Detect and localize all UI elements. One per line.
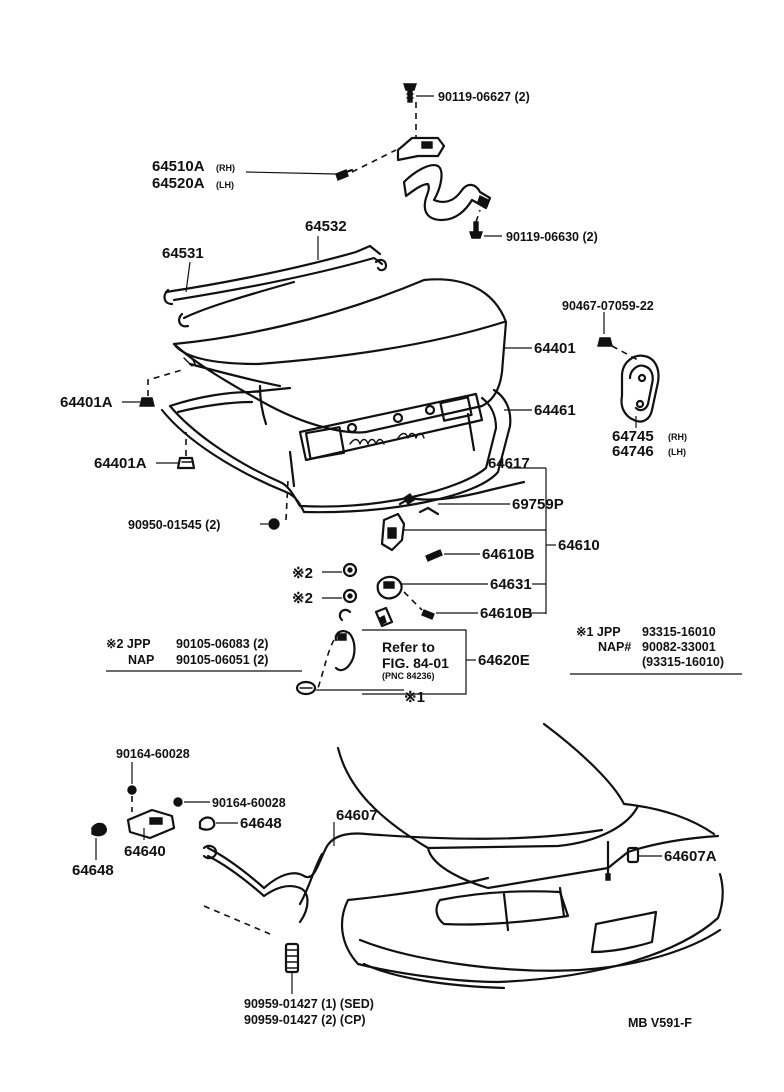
note-left-nap-label: NAP xyxy=(128,653,154,667)
label-note2-a: ※2 xyxy=(292,565,313,582)
label-hinge-bolt: 90119-06630 (2) xyxy=(506,230,598,244)
label-opener-cable-end: 64607A xyxy=(664,848,717,865)
cover-clip-icon xyxy=(597,337,613,347)
hinge-bolt-icon xyxy=(469,221,483,239)
label-striker: 64631 xyxy=(490,576,532,593)
bumper-upper-icon xyxy=(139,397,155,407)
note-right: ※1 JPP 93315-16010 NAP# 90082-33001 (933… xyxy=(570,625,742,675)
lid-inner-panel xyxy=(288,392,484,488)
note-right-nap-label: NAP# xyxy=(598,640,631,654)
label-cover-lh: 64746 xyxy=(612,443,654,460)
top-bolt-icon xyxy=(403,83,417,103)
note-right-nap-alt: (93315-16010) xyxy=(642,655,724,669)
label-cover-lh-side: (LH) xyxy=(668,447,686,457)
note-left-mark: ※2 JPP xyxy=(106,637,151,651)
footer-code: MB V591-F xyxy=(628,1016,692,1030)
label-hinge-rh-side: (RH) xyxy=(216,163,235,173)
label-rod-64617: 64617 xyxy=(488,455,530,472)
label-weatherstrip: 64461 xyxy=(534,402,576,419)
lock-rod xyxy=(398,480,526,516)
torsion-rods xyxy=(163,244,388,328)
reference-box xyxy=(362,629,476,695)
lock-bolt-upper-icon xyxy=(425,549,443,562)
vehicle-rear-body xyxy=(336,722,724,990)
label-clamp-cp: 90959-01427 (2) (CP) xyxy=(244,1013,366,1027)
note-right-jpp: 93315-16010 xyxy=(642,625,716,639)
label-opener-cover-a: 64648 xyxy=(240,815,282,832)
label-grommet: 90950-01545 (2) xyxy=(128,518,220,532)
label-ref-pnc: (PNC 84236) xyxy=(382,671,435,681)
label-lock-bolt-2: 64610B xyxy=(480,605,533,622)
opener-cover-a-icon xyxy=(198,816,216,831)
label-note2-b: ※2 xyxy=(292,590,313,607)
label-opener-clip-a: 90164-60028 xyxy=(116,747,190,761)
note-right-nap: 90082-33001 xyxy=(642,640,716,654)
label-ref-line2: FIG. 84-01 xyxy=(382,655,449,671)
weatherstrip xyxy=(160,386,512,514)
label-top-bolt: 90119-06627 (2) xyxy=(438,90,530,104)
striker-icon xyxy=(376,575,403,600)
label-opener-lever: 64640 xyxy=(124,843,166,860)
cable-end-icon xyxy=(626,846,640,864)
label-opener-clip-b: 90164-60028 xyxy=(212,796,286,810)
nut-icon-1 xyxy=(342,562,358,578)
label-hinge-rh: 64510A xyxy=(152,158,205,175)
label-bumper-a2: 64401A xyxy=(94,455,147,472)
label-hinge-lh-side: (LH) xyxy=(216,180,234,190)
trunk-lid xyxy=(172,278,508,434)
release-cable xyxy=(203,828,604,935)
nut-icon-2 xyxy=(342,588,358,604)
opener-clip-b-icon xyxy=(173,797,183,807)
label-rod-64531: 64531 xyxy=(162,245,204,262)
label-opener-cable: 64607 xyxy=(336,807,378,824)
opener-cover-b-icon xyxy=(91,822,107,837)
label-rod-64532: 64532 xyxy=(305,218,347,235)
label-ref-line1: Refer to xyxy=(382,639,435,655)
bumper-lower-icon xyxy=(176,456,196,470)
solenoid-icon xyxy=(334,606,394,672)
note-left-jpp: 90105-06083 (2) xyxy=(176,637,268,651)
note-left: ※2 JPP 90105-06083 (2) NAP 90105-06051 (… xyxy=(106,637,302,672)
label-bumper-a1: 64401A xyxy=(60,394,113,411)
label-cover-rh: 64745 xyxy=(612,428,654,445)
trim-cover-icon xyxy=(620,354,660,423)
label-opener-cover-b: 64648 xyxy=(72,862,114,879)
label-note1: ※1 xyxy=(404,689,425,706)
note-right-mark: ※1 JPP xyxy=(576,625,621,639)
cable-clamp-icon xyxy=(284,942,300,974)
label-lock-bolt-1: 64610B xyxy=(482,546,535,563)
label-cover-rh-side: (RH) xyxy=(668,432,687,442)
opener-lever-icon xyxy=(126,808,218,860)
opener-clip-a-icon xyxy=(127,785,137,795)
lock-body-icon xyxy=(380,512,406,552)
label-lock-assy: 64610 xyxy=(558,537,600,554)
label-clip-69759: 69759P xyxy=(512,496,564,513)
grommet-icon xyxy=(268,518,280,530)
screw-clip-icon xyxy=(295,680,317,696)
label-solenoid: 64620E xyxy=(478,652,530,669)
hinge-pin-icon xyxy=(335,168,354,181)
label-clamp-sed: 90959-01427 (1) (SED) xyxy=(244,997,374,1011)
label-lid: 64401 xyxy=(534,340,576,357)
lock-bolt-lower-icon xyxy=(421,609,435,620)
label-hinge-lh: 64520A xyxy=(152,175,205,192)
hinge-bracket-icon xyxy=(396,136,492,222)
label-clip-90467: 90467-07059-22 xyxy=(562,299,654,313)
hinge-assembly xyxy=(245,83,502,239)
note-left-nap: 90105-06051 (2) xyxy=(176,653,268,667)
